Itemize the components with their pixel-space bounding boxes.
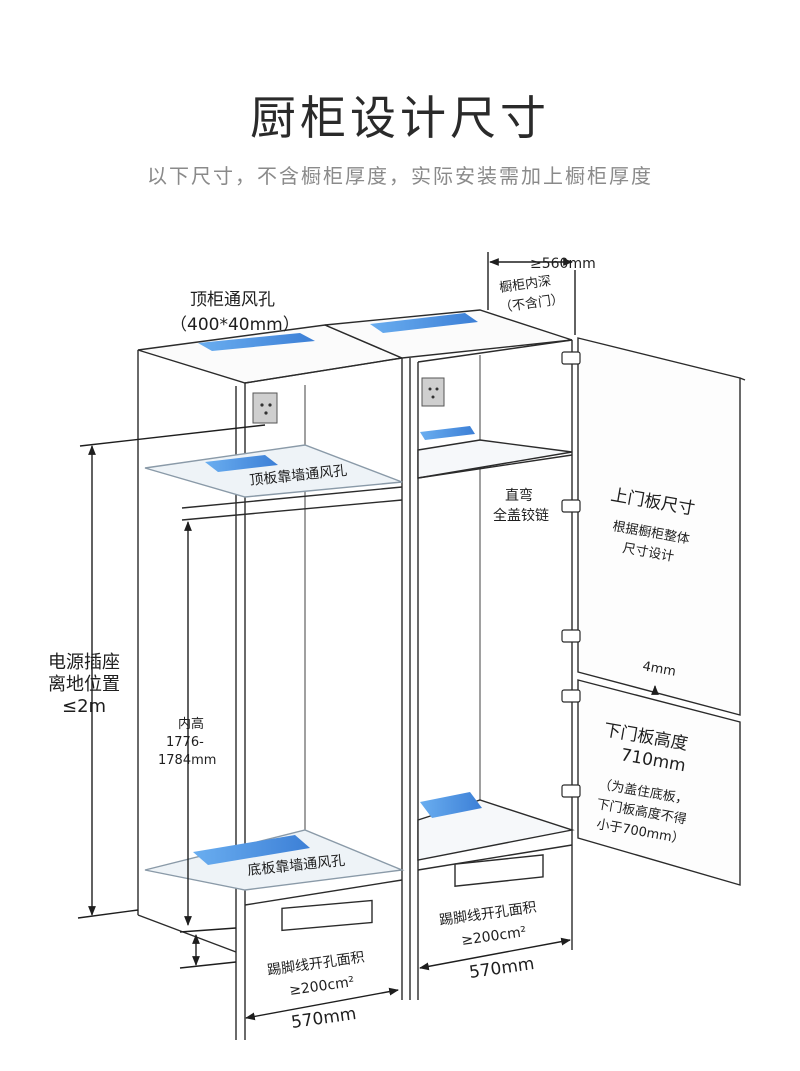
socket-icons <box>252 377 445 424</box>
inner-height-value-1: 1776- <box>166 735 204 750</box>
hinge-icon <box>561 499 581 513</box>
shelf-vent-left <box>205 455 278 472</box>
page-subtitle: 以下尺寸，不含橱柜厚度，实际安装需加上橱柜厚度 <box>147 164 653 188</box>
hinge-icons <box>561 351 581 798</box>
cabinet-body <box>137 309 746 1040</box>
socket-icon <box>252 392 278 424</box>
bottom-vent-left <box>193 835 310 865</box>
inner-height-value-2: 1784mm <box>158 753 216 768</box>
hinge-icon <box>561 784 581 798</box>
page-title: 厨柜设计尺寸 <box>250 91 550 145</box>
kick-right-value: ≥200cm² <box>460 924 527 949</box>
door-gap: 4mm <box>641 659 677 680</box>
top-vent-label: 顶柜通风孔 <box>190 290 275 310</box>
shelf-vent-right <box>420 426 475 440</box>
hinge-label-1: 直弯 <box>505 487 533 504</box>
hinge-label-2: 全盖铰链 <box>493 507 549 524</box>
inner-height-label: 内高 <box>178 716 204 732</box>
socket-label-2: 离地位置 <box>48 674 120 695</box>
top-vent-right <box>370 313 478 333</box>
hinge-icon <box>561 351 581 365</box>
depth-value: ≥560mm <box>530 256 596 272</box>
width-right: 570mm <box>468 954 536 983</box>
vent-markers <box>193 313 482 865</box>
top-vent-left <box>198 333 315 351</box>
depth-note-1: 橱柜内深 <box>498 273 552 296</box>
dimension-lines <box>77 252 659 1021</box>
bottom-vent-right <box>420 792 482 818</box>
hinge-icon <box>561 689 581 703</box>
kick-left-value: ≥200cm² <box>288 974 355 999</box>
hinge-icon <box>561 629 581 643</box>
top-vent-size: （400*40mm） <box>170 315 300 335</box>
socket-label-1: 电源插座 <box>48 652 120 673</box>
socket-icon <box>421 377 445 407</box>
socket-label-3: ≤2m <box>62 696 106 717</box>
